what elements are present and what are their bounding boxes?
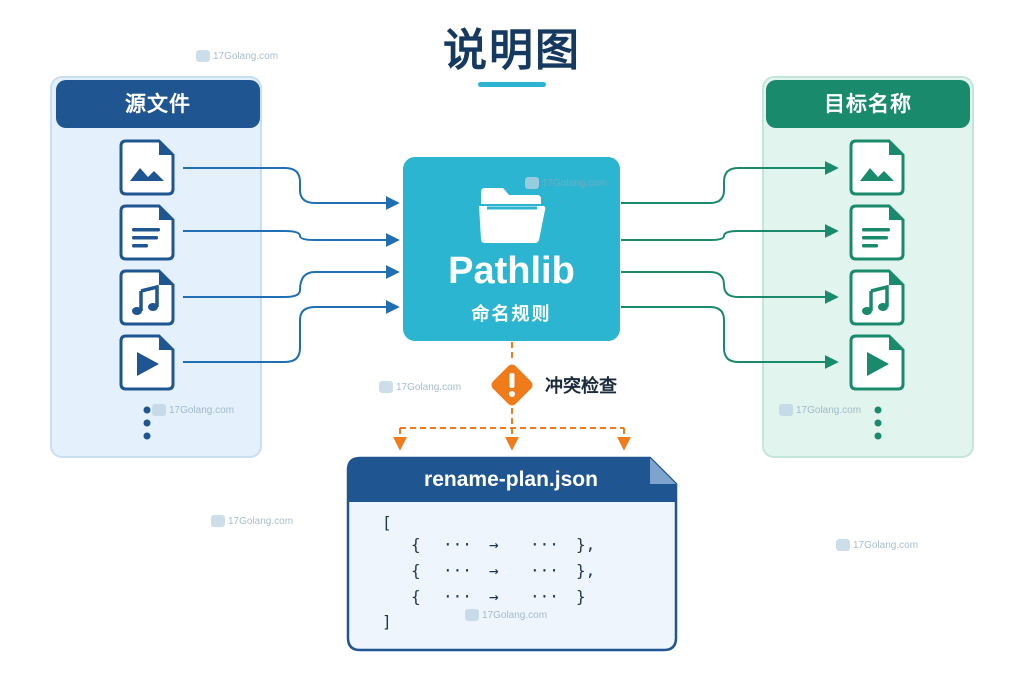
watermark: 17Golang.com <box>836 539 918 551</box>
audio-file-icon <box>119 269 175 326</box>
right-more-dots <box>874 406 882 440</box>
code-line-2-arrow: → <box>489 561 499 580</box>
video-file-icon <box>849 334 905 391</box>
connector-image-out <box>621 161 839 204</box>
code-line-3-open: { <box>411 587 421 606</box>
pathlib-title: Pathlib <box>448 250 575 292</box>
watermark-logo-icon <box>211 515 225 527</box>
code-open-bracket: [ <box>382 513 392 532</box>
watermark-logo-icon <box>779 404 793 416</box>
right-file-icons <box>849 139 905 391</box>
right-connectors <box>621 161 839 369</box>
watermark-logo-icon <box>525 177 539 189</box>
connector-video-in <box>183 300 400 363</box>
code-line-3-close: } <box>576 587 586 606</box>
plan-file-name: rename-plan.json <box>424 468 598 491</box>
watermark: 17Golang.com <box>152 404 234 416</box>
code-line-3-from: ··· <box>443 587 472 606</box>
code-line-1-open: { <box>411 535 421 554</box>
code-line-2-from: ··· <box>443 561 472 580</box>
code-line-1-arrow: → <box>489 535 499 554</box>
plan-document <box>346 456 678 652</box>
code-line-2-open: { <box>411 561 421 580</box>
text-file-icon <box>119 204 175 261</box>
warning-diamond-icon <box>491 364 533 406</box>
code-line-1-to: ··· <box>530 535 559 554</box>
connector-text-out <box>621 224 839 241</box>
conflict-connectors <box>393 342 631 451</box>
watermark: 17Golang.com <box>196 50 278 62</box>
watermark: 17Golang.com <box>379 381 461 393</box>
connector-audio-in <box>183 265 400 298</box>
code-line-1-close: }, <box>576 535 596 554</box>
watermark: 17Golang.com <box>465 609 547 621</box>
connector-image-in <box>183 167 400 210</box>
connector-audio-out <box>621 271 839 304</box>
connector-video-out <box>621 306 839 369</box>
naming-rules-label: 命名规则 <box>471 304 552 325</box>
left-connectors <box>183 167 400 363</box>
image-file-icon <box>119 139 175 196</box>
target-names-header: 目标名称 <box>766 80 970 128</box>
left-file-icons <box>119 139 175 391</box>
title-underline <box>478 82 546 87</box>
folder-icon <box>479 188 546 243</box>
diagram-title: 说明图 <box>443 25 581 76</box>
source-files-header: 源文件 <box>56 80 260 128</box>
connector-text-in <box>183 230 400 247</box>
audio-file-icon <box>849 269 905 326</box>
video-file-icon <box>119 334 175 391</box>
code-close-bracket: ] <box>382 612 392 631</box>
watermark-logo-icon <box>196 50 210 62</box>
image-file-icon <box>849 139 905 196</box>
watermark: 17Golang.com <box>779 404 861 416</box>
watermark: 17Golang.com <box>525 177 607 189</box>
code-line-3-arrow: → <box>489 587 499 606</box>
code-line-1-from: ··· <box>443 535 472 554</box>
conflict-check-label: 冲突检查 <box>545 376 617 397</box>
left-more-dots <box>143 406 151 440</box>
watermark-logo-icon <box>465 609 479 621</box>
code-line-2-close: }, <box>576 561 596 580</box>
watermark: 17Golang.com <box>211 515 293 527</box>
code-line-3-to: ··· <box>530 587 559 606</box>
watermark-logo-icon <box>836 539 850 551</box>
code-line-2-to: ··· <box>530 561 559 580</box>
text-file-icon <box>849 204 905 261</box>
watermark-logo-icon <box>379 381 393 393</box>
watermark-logo-icon <box>152 404 166 416</box>
